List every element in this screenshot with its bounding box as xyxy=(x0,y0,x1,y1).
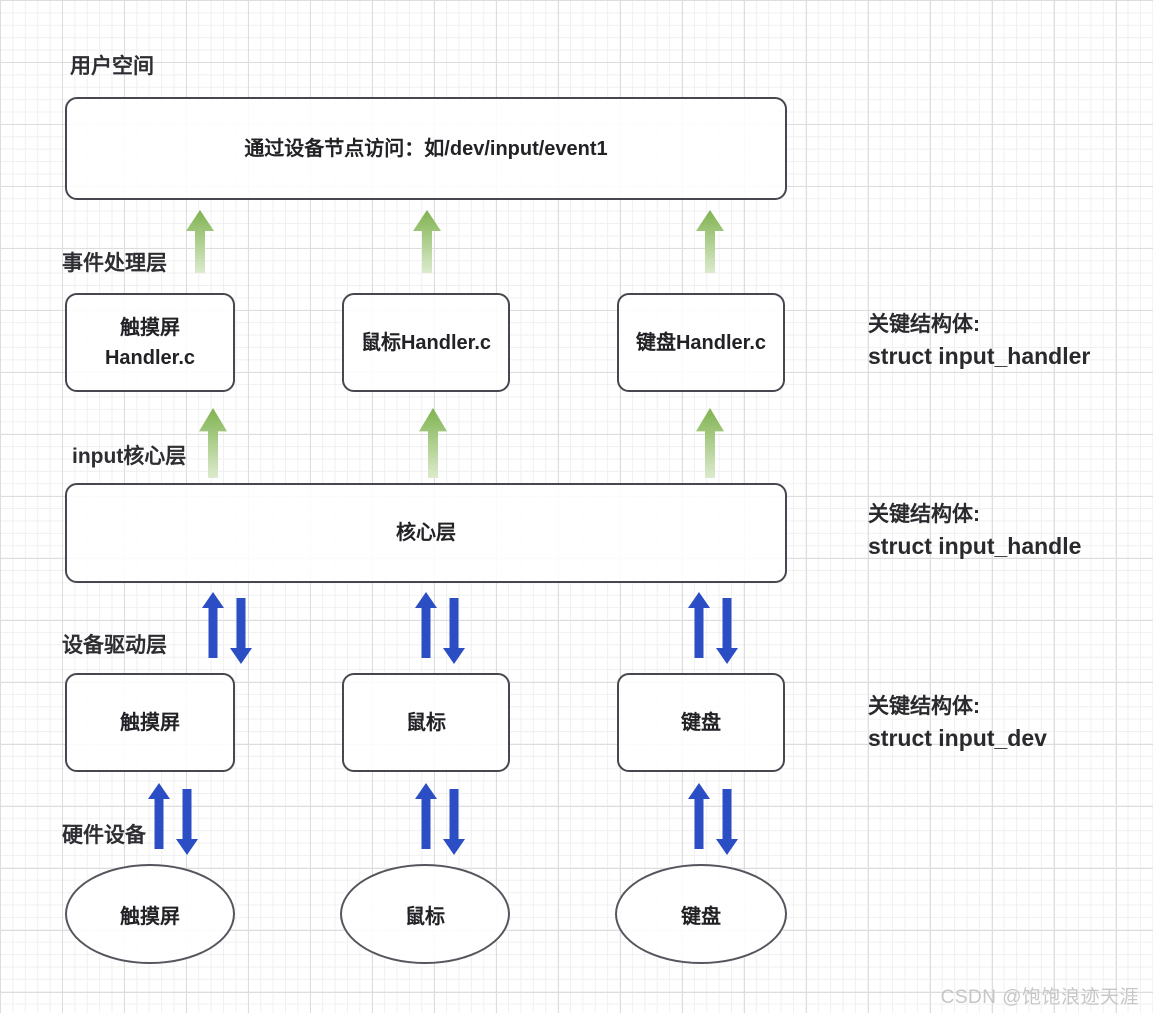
handler-box-keyboard: 键盘Handler.c xyxy=(617,293,785,392)
core-layer-box: 核心层 xyxy=(65,483,787,583)
green-up-arrow-icon xyxy=(419,408,447,478)
green-up-arrow-icon xyxy=(696,408,724,478)
hardware-ellipse-touchscreen: 触摸屏 xyxy=(65,864,235,964)
event-layer-label: 事件处理层 xyxy=(62,252,167,275)
core-layer-text: 核心层 xyxy=(396,522,456,544)
blue-down-arrow-icon xyxy=(443,598,465,664)
device-driver-label: 设备驱动层 xyxy=(62,634,167,657)
annotation-value: struct input_handle xyxy=(868,533,1082,559)
hardware-ellipse-text: 触摸屏 xyxy=(120,905,180,928)
handler-box-line1: 键盘Handler.c xyxy=(635,331,767,354)
blue-down-arrow-icon xyxy=(176,789,198,855)
handler-box-line1: 触摸屏 xyxy=(120,316,180,339)
annotation-input-dev: 关键结构体: struct input_dev xyxy=(868,690,1153,752)
blue-up-arrow-icon xyxy=(688,783,710,849)
hardware-label: 硬件设备 xyxy=(62,824,146,847)
blue-up-arrow-icon xyxy=(415,783,437,849)
annotation-title: 关键结构体: xyxy=(868,503,980,526)
green-up-arrow-icon xyxy=(696,210,724,273)
driver-box-text: 触摸屏 xyxy=(120,711,180,734)
blue-updown-arrows-icon xyxy=(688,783,738,855)
driver-box-text: 鼠标 xyxy=(406,711,446,734)
blue-updown-arrows-icon xyxy=(148,783,198,855)
annotation-value: struct input_handler xyxy=(868,343,1091,369)
handler-box-line2: Handler.c xyxy=(104,346,196,369)
blue-down-arrow-icon xyxy=(716,789,738,855)
annotation-input-handler: 关键结构体: struct input_handler xyxy=(868,308,1153,370)
blue-up-arrow-icon xyxy=(415,592,437,658)
hardware-ellipse-keyboard: 键盘 xyxy=(615,864,787,964)
green-up-arrow-icon xyxy=(199,408,227,478)
blue-down-arrow-icon xyxy=(230,598,252,664)
annotation-title: 关键结构体: xyxy=(868,695,980,718)
blue-up-arrow-icon xyxy=(688,592,710,658)
blue-updown-arrows-icon xyxy=(688,592,738,664)
handler-box-mouse: 鼠标Handler.c xyxy=(342,293,510,392)
handler-box-line1: 鼠标Handler.c xyxy=(360,331,492,354)
handler-box-touchscreen: 触摸屏 Handler.c xyxy=(65,293,235,392)
blue-updown-arrows-icon xyxy=(415,592,465,664)
annotation-input-handle: 关键结构体: struct input_handle xyxy=(868,498,1153,560)
hardware-ellipse-text: 鼠标 xyxy=(405,905,445,928)
input-core-label: input核心层 xyxy=(72,445,187,468)
green-up-arrow-icon xyxy=(186,210,214,273)
blue-down-arrow-icon xyxy=(443,789,465,855)
green-up-arrow-icon xyxy=(413,210,441,273)
annotation-value: struct input_dev xyxy=(868,725,1047,751)
blue-updown-arrows-icon xyxy=(202,592,252,664)
driver-box-text: 键盘 xyxy=(681,711,721,734)
blue-updown-arrows-icon xyxy=(415,783,465,855)
driver-box-mouse: 鼠标 xyxy=(342,673,510,772)
device-node-text: 通过设备节点访问：如/dev/input/event1 xyxy=(244,137,608,160)
watermark: CSDN @饱饱浪迹天涯 xyxy=(940,987,1139,1008)
user-space-label: 用户空间 xyxy=(70,55,154,78)
blue-up-arrow-icon xyxy=(148,783,170,849)
hardware-ellipse-mouse: 鼠标 xyxy=(340,864,510,964)
driver-box-touchscreen: 触摸屏 xyxy=(65,673,235,772)
driver-box-keyboard: 键盘 xyxy=(617,673,785,772)
device-node-box: 通过设备节点访问：如/dev/input/event1 xyxy=(65,97,787,200)
blue-up-arrow-icon xyxy=(202,592,224,658)
blue-down-arrow-icon xyxy=(716,598,738,664)
hardware-ellipse-text: 键盘 xyxy=(681,905,721,928)
annotation-title: 关键结构体: xyxy=(868,313,980,336)
